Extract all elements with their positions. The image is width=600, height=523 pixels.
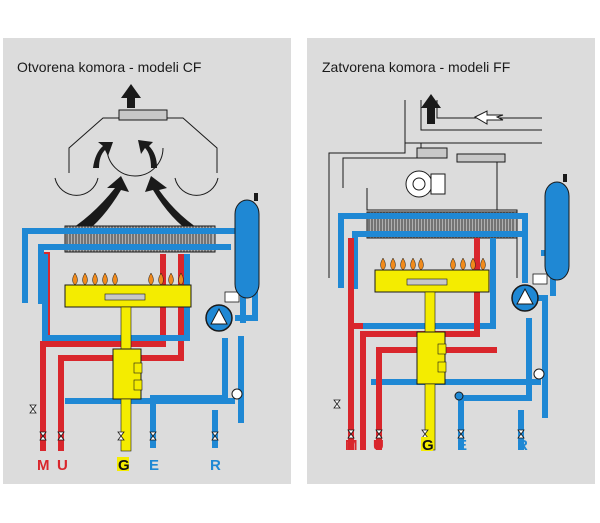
open-chamber-panel: Otvorena komora - modeli CF	[3, 38, 291, 484]
flue-gas-arrows	[63, 84, 207, 234]
pump	[205, 291, 240, 332]
panel-title: Otvorena komora - modeli CF	[17, 59, 202, 75]
connection-label-u: U	[373, 437, 384, 454]
connection-label-m: M	[345, 437, 358, 454]
connection-valves	[29, 404, 219, 441]
burner	[374, 257, 490, 293]
pump	[511, 273, 548, 312]
burner	[64, 272, 192, 308]
pressure-gauge	[454, 368, 545, 401]
connection-label-e: E	[149, 457, 159, 474]
burner-flame	[400, 257, 406, 271]
panel-title: Zatvorena komora - modeli FF	[322, 59, 511, 75]
burner-flame	[178, 272, 184, 286]
expansion-vessel	[544, 174, 570, 281]
burner-flame	[72, 272, 78, 286]
flue-gas-arrow	[421, 94, 441, 124]
burner-flame	[102, 272, 108, 286]
connection-label-g: G	[422, 437, 434, 454]
coaxial-flue	[328, 100, 542, 278]
closed-chamber-schematic	[328, 94, 570, 451]
closed-chamber-panel: Zatvorena komora - modeli FF	[307, 38, 595, 484]
connection-label-m: M	[37, 457, 50, 474]
connection-label-g: G	[118, 457, 130, 474]
burner-flame	[112, 272, 118, 286]
gas-valve	[112, 306, 143, 452]
burner-flame	[92, 272, 98, 286]
draft-hood	[54, 109, 219, 196]
gas-label-highlight	[117, 457, 129, 471]
burner-flame	[480, 257, 486, 271]
gas-valve	[416, 291, 447, 451]
connection-label-u: U	[57, 457, 68, 474]
connection-labels: M U G E R	[345, 437, 528, 454]
gas-label-highlight	[421, 437, 433, 451]
expansion-vessel	[234, 193, 260, 299]
burner-flame	[450, 257, 456, 271]
open-chamber-schematic	[22, 84, 260, 452]
burner-flame	[380, 257, 386, 271]
cold-water-circuit	[338, 213, 556, 450]
burner-flame	[168, 272, 174, 286]
burner-flame	[390, 257, 396, 271]
burner-flame	[470, 257, 476, 271]
air-intake-arrow	[473, 110, 504, 125]
connection-labels: M U G E R	[37, 457, 221, 474]
burner-flame	[410, 257, 416, 271]
burner-flame	[460, 257, 466, 271]
connection-label-r: R	[517, 437, 528, 454]
burner-flame	[418, 257, 424, 271]
burner-flame	[148, 272, 154, 286]
burner-flame	[158, 272, 164, 286]
connection-label-e: E	[457, 437, 467, 454]
pressure-gauge	[231, 388, 243, 400]
connection-label-r: R	[210, 457, 221, 474]
burner-flame	[82, 272, 88, 286]
fan	[405, 170, 446, 198]
